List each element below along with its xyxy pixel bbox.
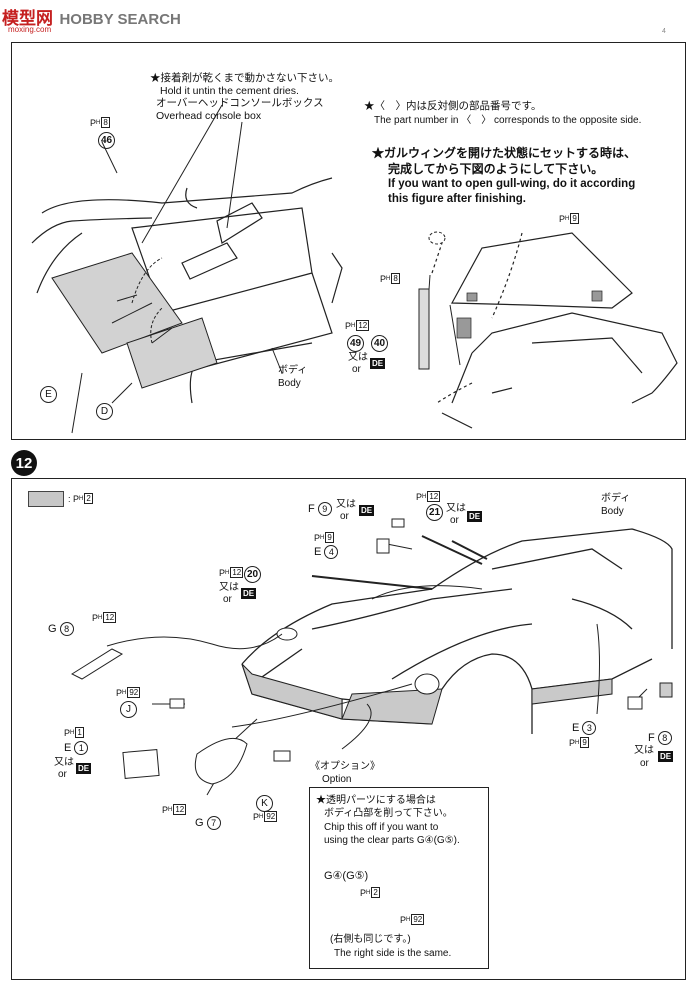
part-K: K [256,795,273,812]
step12-illustration [70,518,673,895]
opposite-note-jp: ★〈 〉内は反対側の部品番号です。 [364,100,542,112]
step11-illustration [31,104,678,434]
step12-number-text: 12 [15,454,33,472]
part-D: D [96,403,113,420]
step11-panel: ★接着剤が乾くまで動かさない下さい。 Hold it untin the cem… [11,42,686,440]
body-label-jp: ボディ [278,365,308,376]
same-note-jp: (右側も同じです。) [330,934,411,945]
body-label-jp-12: ボディ [601,493,631,504]
or-jp-20: 又は [219,582,239,593]
part-F9: 9 [317,502,332,516]
or-jp-e1: 又は [54,757,74,768]
part-E3: 3 [582,721,597,735]
step12-number: 12 [11,450,37,476]
cement-note-en: Hold it untin the cement dries. [160,85,299,97]
watermark-brand: HOBBY SEARCH [59,11,181,28]
part-F8: 8 [657,731,672,745]
part-E: E [40,386,57,403]
de-badge-f9: DE [359,505,375,516]
de-badge-e1: DE [76,763,92,774]
body-label-en-12: Body [601,506,624,517]
part-21: 21 [426,504,443,521]
page-marker: 4 [662,28,666,35]
part-E4: 4 [324,545,339,559]
watermark-url: moxing.com [8,25,52,34]
or-en-f9: or [340,511,349,522]
console-label-en: Overhead console box [156,110,262,122]
or-jp-f8: 又は [634,745,654,756]
de-badge: DE [370,358,386,369]
clear-parts-callout: ★透明パーツにする場合は ボディ凸部を削って下さい。 Chip this off… [309,787,489,969]
or-jp: 又は [348,352,368,363]
part-20: 20 [244,566,261,583]
label-G4-G5: G④(G⑤) [324,870,369,882]
label-E1: E 1 [64,741,89,755]
part-G8: 8 [59,622,74,636]
body-label-en: Body [278,378,301,389]
or-en: or [352,364,361,375]
label-E4: E 4 [314,545,339,559]
option-label-en: Option [322,774,352,785]
gullwing-note-en-2: this figure after finishing. [388,193,527,205]
option-label-jp: 《オプション》 [310,761,380,772]
part-G7: 7 [206,816,221,830]
or-jp-f9: 又は [336,499,356,510]
console-label-jp: オーバーヘッドコンソールボックス [156,97,324,109]
label-G7: G 7 [195,816,221,830]
or-en-21: or [450,515,459,526]
clear-note-en-1: Chip this off if you want to [324,822,439,833]
legend-swatch [28,491,64,512]
cement-note-jp: ★接着剤が乾くまで動かさない下さい。 [150,72,339,84]
same-note-en: The right side is the same. [334,948,452,959]
part-46: 46 [98,132,115,149]
or-jp-21: 又は [446,503,466,514]
gullwing-note-en-1: If you want to open gull-wing, do it acc… [388,178,636,190]
part-40: 40 [371,335,388,352]
label-F9: F 9 [308,502,332,516]
de-badge-f8: DE [658,751,674,762]
or-en-f8: or [640,758,649,769]
part-J: J [120,701,137,718]
label-F8: F 8 [648,731,672,745]
opposite-note-en: The part number in 〈 〉 corresponds to th… [374,115,642,126]
de-badge-21: DE [467,511,483,522]
watermark-logo: 模型网 [2,9,53,28]
watermark: 模型网 HOBBY SEARCH [2,4,181,29]
label-G8: G 8 [48,622,74,636]
part-E1: 1 [74,741,89,755]
clear-note-en-2: using the clear parts G④(G⑤). [324,835,460,846]
part-49: 49 [347,335,364,352]
or-en-20: or [223,594,232,605]
or-en-e1: or [58,769,67,780]
clear-note-jp-1: ★透明パーツにする場合は [316,795,436,806]
clear-note-jp-2: ボディ凸部を削って下さい。 [324,808,453,819]
de-badge-20: DE [241,588,257,599]
gullwing-note-jp-1: ★ガルウィングを開けた状態にセットする時は、 [372,146,637,160]
label-E3: E 3 [572,721,597,735]
gullwing-note-jp-2: 完成してから下図のようにして下さい。 [388,162,604,176]
